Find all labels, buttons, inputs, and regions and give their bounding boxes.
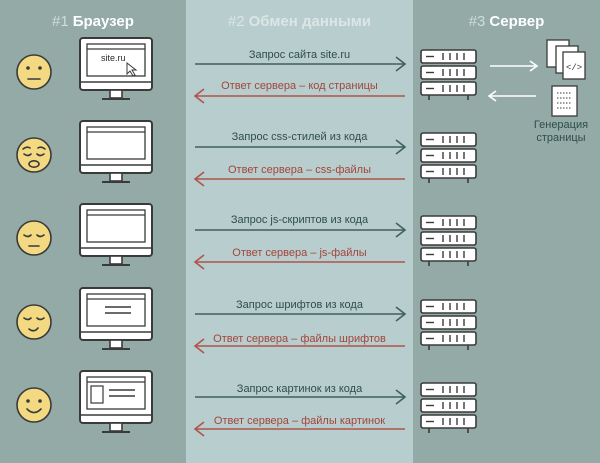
face-icon-1 [16, 54, 52, 90]
server-header-title: Сервер [489, 13, 545, 30]
request-arrow-4 [195, 306, 407, 322]
server-header-number: #3 [468, 13, 486, 30]
request-label-4: Запрос шрифтов из кода [236, 299, 363, 311]
response-arrow-5 [193, 421, 405, 437]
request-arrow-5 [195, 389, 407, 405]
server-icon-5 [420, 382, 477, 433]
request-label-1: Запрос сайта site.ru [248, 49, 351, 61]
face-icon-4 [16, 304, 52, 340]
browser-header-number: #1 [52, 13, 69, 30]
response-label-2: Ответ сервера – css-файлы [228, 164, 371, 176]
exchange-header-title: Обмен данными [248, 13, 372, 30]
monitor-icon-3 [79, 203, 153, 266]
server-icon-2 [420, 132, 477, 183]
request-label-5: Запрос картинок из кода [236, 383, 363, 395]
request-arrow-2 [195, 139, 407, 155]
face-icon-2 [16, 137, 52, 173]
server-icon-1 [420, 49, 477, 100]
page-generation-label: Генерация страницы [533, 119, 589, 144]
server-icon-3 [420, 215, 477, 266]
response-arrow-4 [193, 338, 405, 354]
page-generation-area: </> [487, 39, 586, 117]
request-arrow-1 [195, 56, 407, 72]
monitor-icon-4 [79, 287, 153, 350]
response-arrow-1 [193, 88, 405, 104]
generated-page-icon [551, 85, 578, 117]
monitor-icon-5 [79, 370, 153, 433]
face-icon-3 [16, 220, 52, 256]
code-files-icon: </> [546, 39, 586, 80]
server-icon-4 [420, 299, 477, 350]
face-icon-5 [16, 387, 52, 423]
response-label-1: Ответ сервера – код страницы [221, 80, 378, 92]
exchange-header-number: #2 [227, 13, 245, 30]
browser-address-text: site.ru [101, 53, 126, 63]
response-label-3: Ответ сервера – js-файлы [232, 247, 367, 259]
monitor-icon-1: site.ru [79, 37, 153, 100]
monitor-icon-2 [79, 120, 153, 183]
cursor-icon [126, 61, 138, 77]
response-arrow-3 [193, 254, 405, 270]
svg-text:</>: </> [566, 63, 582, 73]
response-label-4: Ответ сервера – файлы шрифтов [213, 333, 386, 345]
browser-header-title: Браузер [72, 13, 134, 30]
response-label-5: Ответ сервера – файлы картинок [213, 415, 386, 427]
request-arrow-3 [195, 222, 407, 238]
response-arrow-2 [193, 171, 405, 187]
request-label-3: Запрос js-скриптов из кода [230, 214, 369, 226]
request-label-2: Запрос css-стилей из кода [231, 131, 368, 143]
